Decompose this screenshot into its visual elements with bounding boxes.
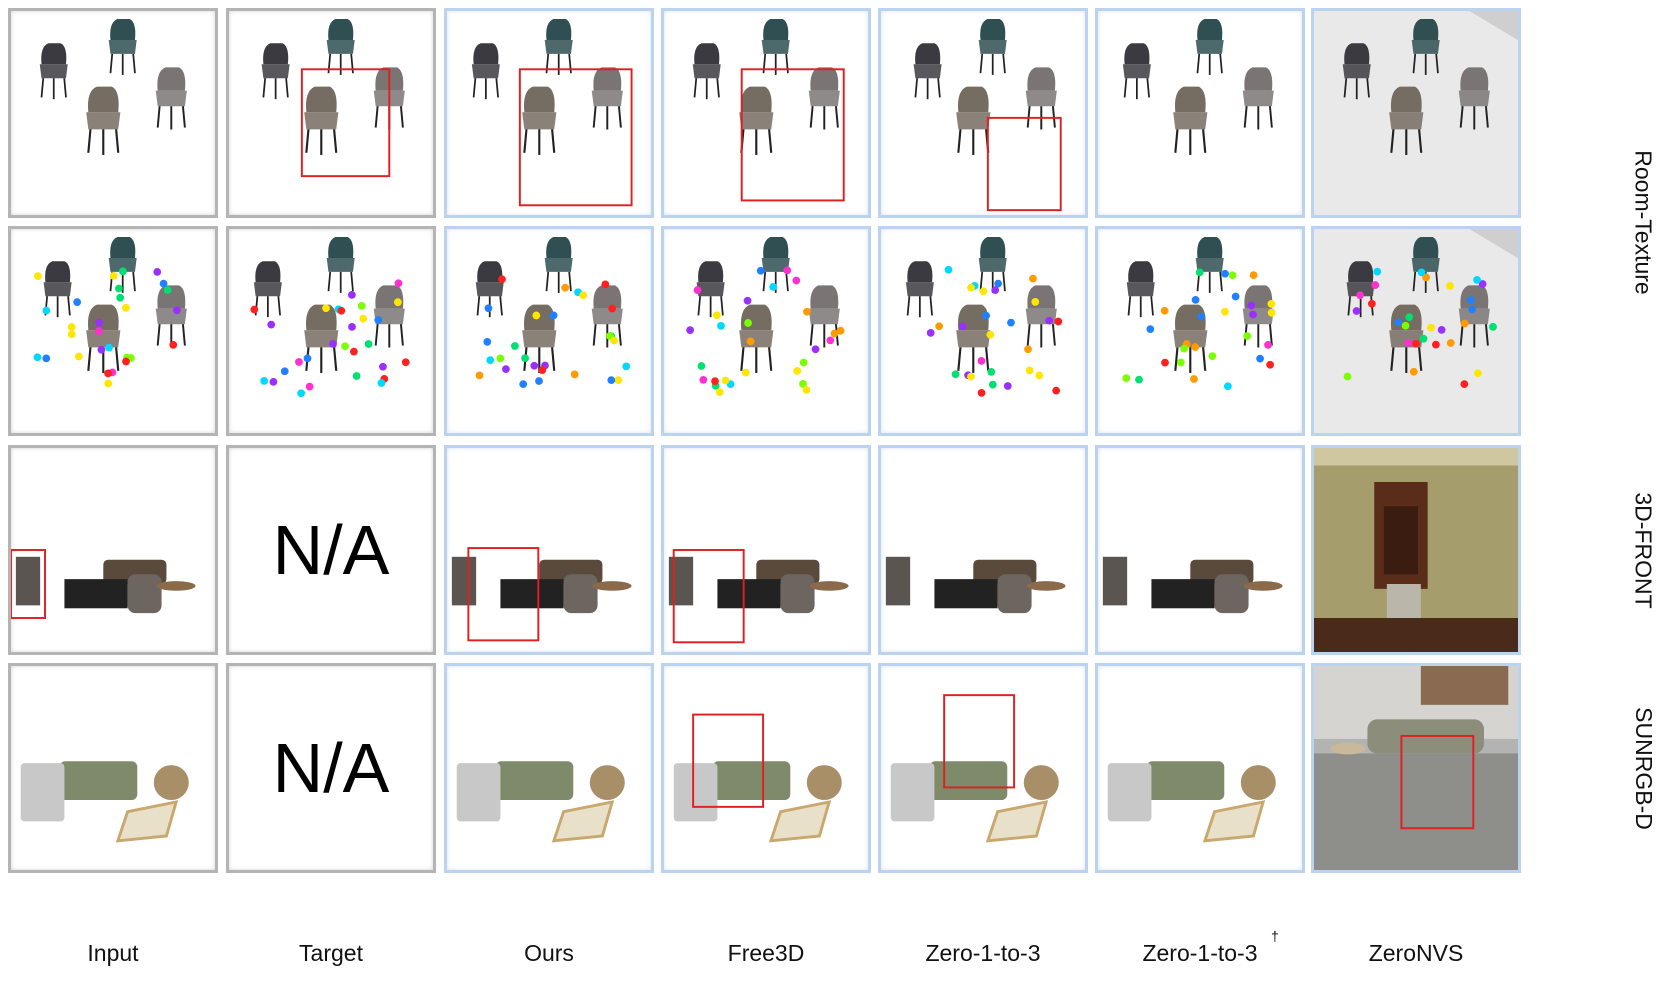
- result-cell-r2-c4: [661, 226, 871, 436]
- column-label-2: Target: [299, 940, 363, 966]
- highlight-box: [672, 549, 745, 644]
- result-cell-r3-c4: [661, 445, 871, 655]
- result-cell-r1-c7: [1311, 8, 1521, 218]
- result-cell-r3-c3: [444, 445, 654, 655]
- scene-render: [456, 761, 625, 843]
- highlight-box: [1400, 734, 1475, 830]
- not-available-label: N/A: [272, 511, 390, 589]
- result-cell-r3-c2: N/A: [226, 445, 436, 655]
- result-cell-r4-c1: [8, 663, 218, 873]
- scene-render: [475, 236, 631, 389]
- column-label-6: Zero-1-to-3: [1142, 940, 1258, 966]
- result-cell-r2-c3: [444, 226, 654, 436]
- scene-render: [913, 18, 1062, 212]
- result-cell-r1-c5: [878, 8, 1088, 218]
- scene-render: [1314, 448, 1518, 652]
- result-cell-r2-c1: [8, 226, 218, 436]
- result-cell-r3-c6: [1095, 445, 1305, 655]
- result-cell-r2-c7: [1311, 226, 1521, 436]
- highlight-box: [692, 713, 765, 808]
- result-cell-r1-c4: [661, 8, 871, 218]
- highlight-box: [986, 116, 1062, 212]
- highlight-box: [467, 547, 540, 642]
- result-cell-r4-c7: [1311, 663, 1521, 873]
- result-cell-r4-c4: [661, 663, 871, 873]
- result-cell-r2-c6: [1095, 226, 1305, 436]
- row-label-1: Room-Texture: [1630, 149, 1657, 295]
- scene-render: [1102, 556, 1283, 614]
- highlight-box: [300, 68, 391, 178]
- row-label-3: 3D-FRONT: [1630, 491, 1657, 609]
- result-cell-r3-c7: [1311, 445, 1521, 655]
- column-label-1: Input: [87, 940, 139, 966]
- result-cell-r3-c1: [8, 445, 218, 655]
- scene-render: [33, 236, 187, 388]
- scene-render: [905, 236, 1063, 397]
- scene-render: [261, 18, 405, 178]
- result-cell-r2-c2: [226, 226, 436, 436]
- column-label-5: Zero-1-to-3: [925, 940, 1041, 966]
- scene-render: [668, 549, 849, 644]
- scene-render: [1107, 761, 1276, 843]
- not-available-label: N/A: [272, 729, 390, 807]
- scene-render: [471, 18, 633, 207]
- scene-render: [673, 713, 842, 843]
- highlight-box: [11, 549, 46, 619]
- result-cell-r4-c6: [1095, 663, 1305, 873]
- result-cell-r4-c2: N/A: [226, 663, 436, 873]
- result-cell-r1-c2: [226, 8, 436, 218]
- result-cell-r1-c6: [1095, 8, 1305, 218]
- highlight-box: [740, 68, 845, 202]
- scene-render: [451, 547, 632, 642]
- row-label-4: SUNRGB-D: [1630, 706, 1657, 830]
- dagger-mark: †: [1271, 928, 1279, 944]
- column-label-4: Free3D: [727, 940, 805, 966]
- scene-render: [1122, 236, 1276, 391]
- scene-render: [885, 556, 1066, 614]
- column-label-3: Ours: [524, 940, 574, 966]
- result-cell-r4-c5: [878, 663, 1088, 873]
- scene-render: [1314, 666, 1518, 870]
- highlight-box: [943, 694, 1016, 789]
- result-cell-r1-c3: [444, 8, 654, 218]
- scene-render: [39, 18, 187, 155]
- scene-render: [1122, 18, 1274, 155]
- scene-render: [250, 236, 410, 398]
- result-cell-r1-c1: [8, 8, 218, 218]
- result-cell-r2-c5: [878, 226, 1088, 436]
- scene-render: [1314, 11, 1518, 215]
- scene-render: [20, 761, 189, 843]
- result-cell-r4-c3: [444, 663, 654, 873]
- result-cell-r3-c5: [878, 445, 1088, 655]
- scene-render: [11, 549, 196, 619]
- scene-render: [686, 236, 845, 397]
- scene-render: [1314, 229, 1518, 433]
- scene-render: [890, 694, 1059, 843]
- column-label-7: ZeroNVS: [1368, 940, 1464, 966]
- scene-render: [692, 18, 845, 202]
- highlight-box: [518, 68, 633, 207]
